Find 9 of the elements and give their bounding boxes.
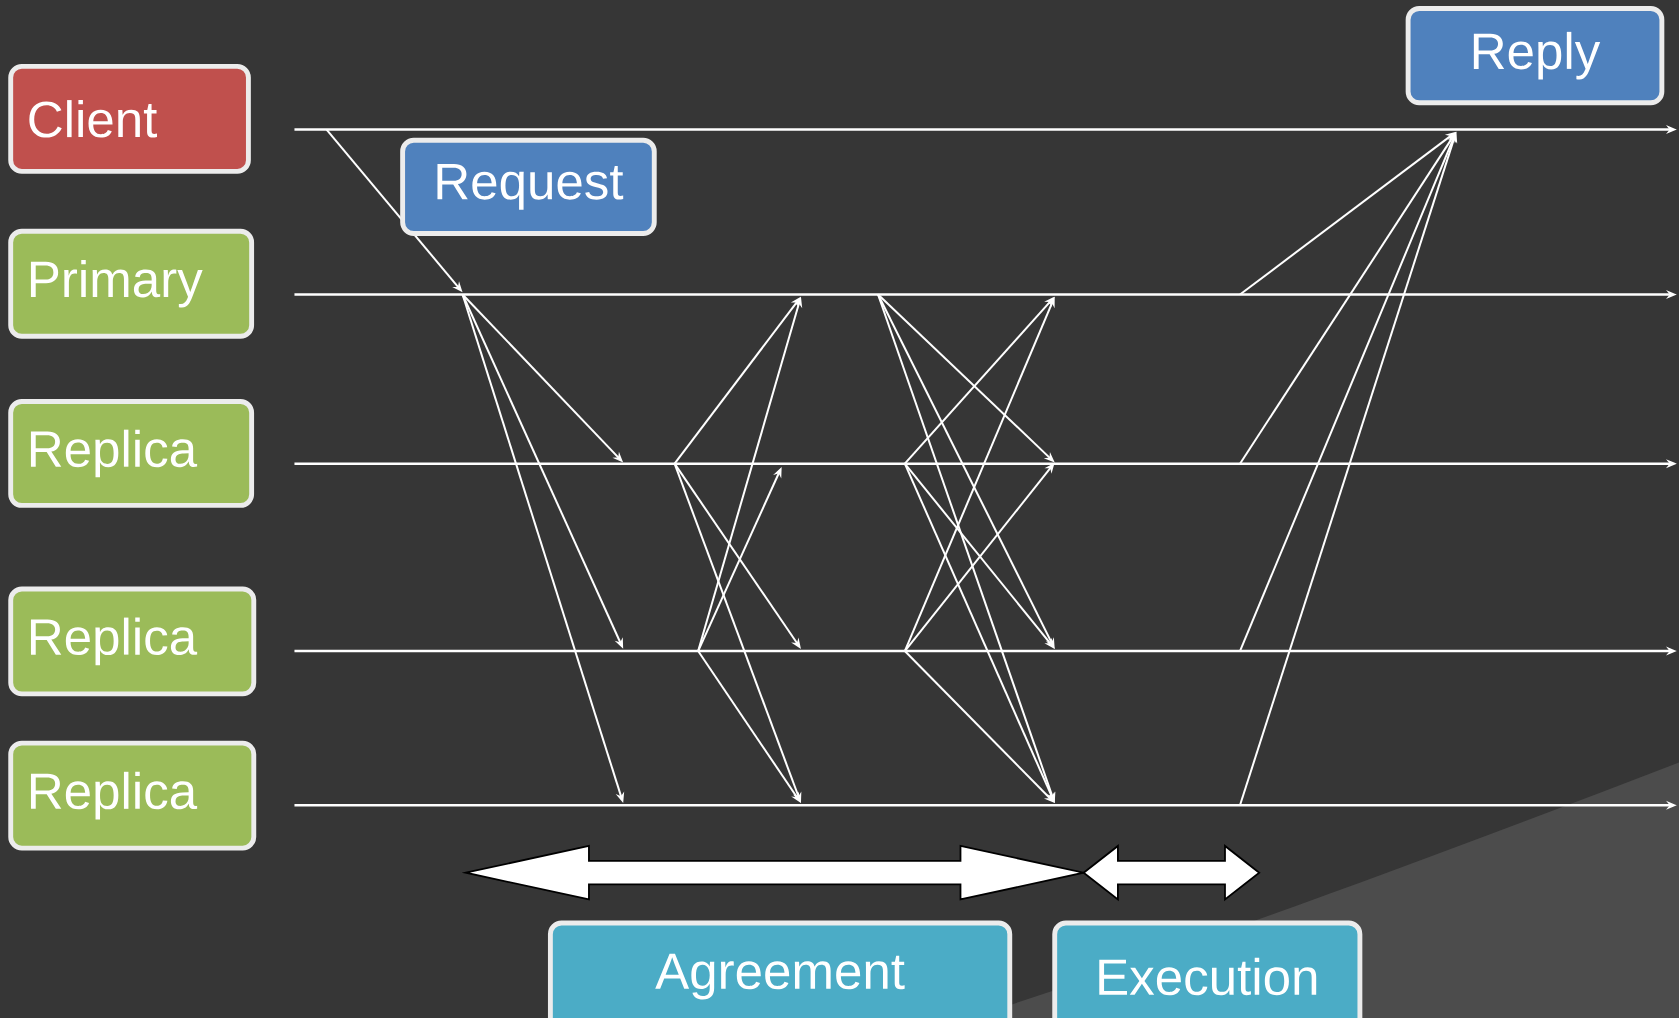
role-box: Replica	[8, 398, 255, 508]
phase-box: Agreement	[547, 920, 1013, 1018]
role-box: Replica	[8, 586, 257, 697]
role-box: Replica	[8, 740, 257, 851]
role-box: Client	[8, 63, 251, 174]
phase-box: Execution	[1052, 920, 1363, 1018]
phase-box: Request	[400, 137, 657, 236]
role-box: Primary	[8, 228, 255, 339]
phase-box: Reply	[1405, 5, 1665, 106]
